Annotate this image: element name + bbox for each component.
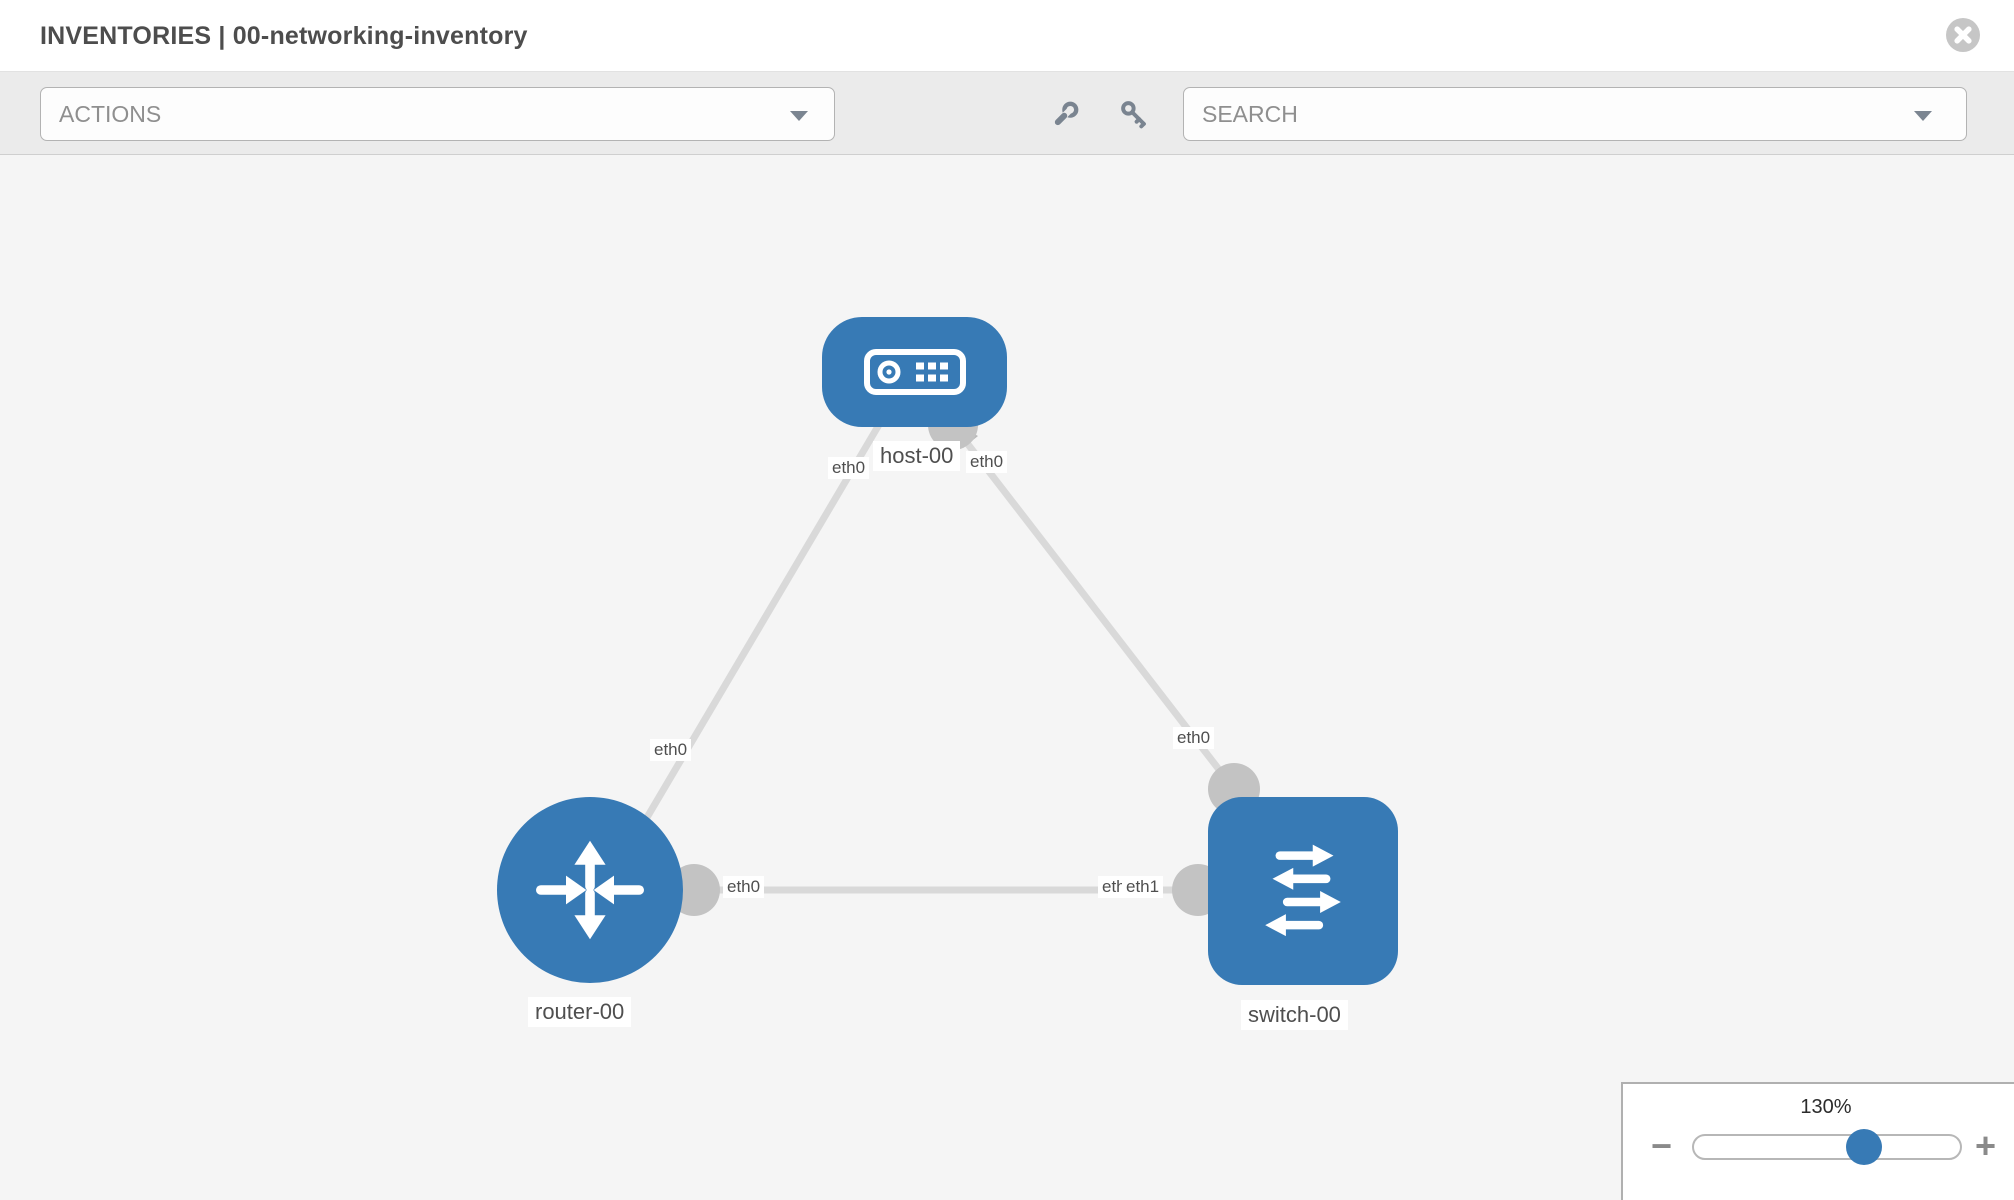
node-router-00[interactable] <box>497 797 683 983</box>
zoom-out-button[interactable]: − <box>1651 1125 1673 1166</box>
router-icon <box>536 840 644 940</box>
iface-label-host-to-router: eth0 <box>828 457 870 479</box>
toolbar: ACTIONS <box>0 72 2014 155</box>
iface-label-switch-to-router: eth1 <box>1122 876 1164 898</box>
actions-dropdown-label: ACTIONS <box>59 101 162 127</box>
host-icon <box>863 349 966 395</box>
wrench-tool-button[interactable] <box>1051 99 1081 129</box>
key-tool-button[interactable] <box>1119 99 1149 129</box>
zoom-percent-value: 130% <box>1800 1096 1852 1118</box>
actions-dropdown[interactable]: ACTIONS <box>40 87 835 141</box>
close-icon <box>1946 18 1980 52</box>
zoom-slider-thumb[interactable] <box>1846 1129 1882 1165</box>
iface-label-router-to-host: eth0 <box>650 739 692 761</box>
iface-label-switch-to-host: eth0 <box>1173 727 1215 749</box>
chevron-down-icon <box>790 111 808 121</box>
node-label-router: router-00 <box>528 997 632 1027</box>
node-label-switch: switch-00 <box>1241 1000 1348 1030</box>
header-bar: INVENTORIES | 00-networking-inventory <box>0 0 2014 72</box>
switch-icon <box>1265 844 1341 937</box>
wrench-icon <box>1054 101 1079 126</box>
topology-canvas[interactable]: host-00 router-00 switch-00 eth0 eth0 et… <box>0 155 2014 1200</box>
links-layer <box>596 400 1260 916</box>
iface-label-host-to-switch: eth0 <box>966 451 1008 473</box>
key-icon <box>1121 101 1146 129</box>
zoom-control-panel: 130% − + <box>1621 1082 2014 1200</box>
search-input[interactable] <box>1184 88 1966 140</box>
zoom-in-button[interactable]: + <box>1975 1125 1997 1166</box>
search-combo <box>1183 87 1967 141</box>
page-title: INVENTORIES | 00-networking-inventory <box>40 22 528 50</box>
node-switch-00[interactable] <box>1208 797 1398 985</box>
zoom-slider-track[interactable] <box>1692 1134 1962 1160</box>
iface-label-router-to-switch: eth0 <box>723 876 765 898</box>
close-button[interactable] <box>1946 18 1980 52</box>
node-host-00[interactable] <box>822 317 1007 427</box>
chevron-down-icon[interactable] <box>1914 111 1932 121</box>
node-label-host: host-00 <box>873 441 961 471</box>
